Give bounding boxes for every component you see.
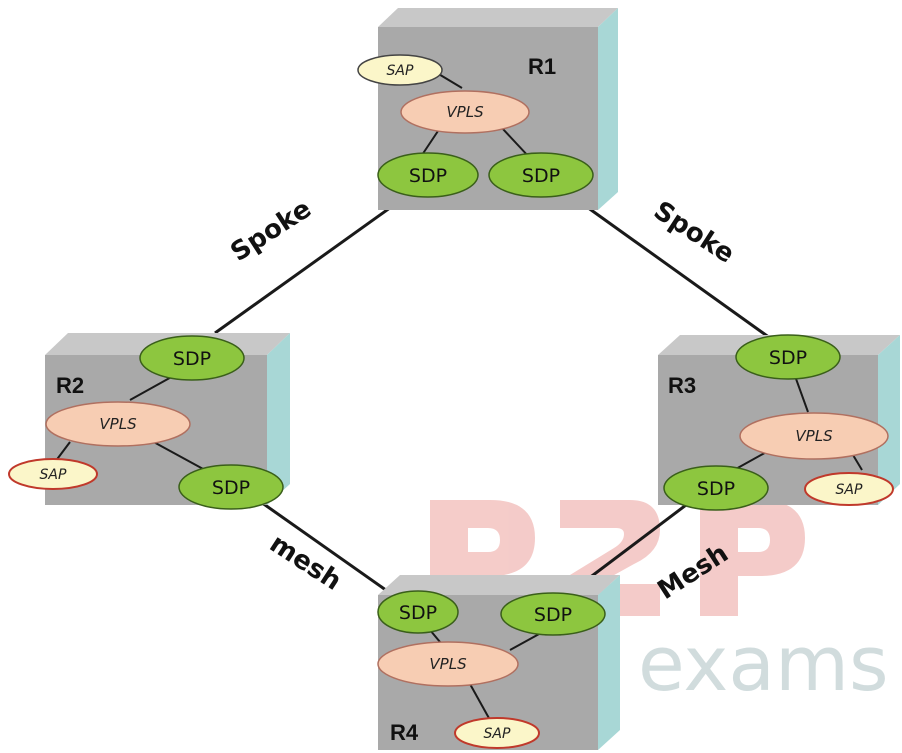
r1-sdp-right-label: SDP [522,165,560,187]
r1-vpls-label: VPLS [446,103,484,121]
r3-label: R3 [668,373,696,398]
r4-box-side [598,575,620,750]
r3-vpls-label: VPLS [795,427,833,445]
r4-sdp-left [377,590,459,634]
r3-sdp-top-label: SDP [769,347,807,369]
r1-sdp-left [377,152,479,198]
r2-vpls-label: VPLS [99,415,137,433]
r3-vpls-node [739,412,889,460]
r2-sdp-top-label: SDP [173,348,211,370]
r4-sdp-right [500,592,606,636]
r3-sdp-top [735,334,841,380]
r1-sdp-left-label: SDP [409,165,447,187]
r1-sdp-right [488,152,594,198]
r4-box-top [378,575,620,595]
link-r1-r3 [565,190,771,340]
r3-sdp-bottom-label: SDP [697,478,735,500]
r1-sap-label: SAP [387,63,414,79]
r4-sdp-right-label: SDP [534,604,572,626]
r3-box-side [878,335,900,505]
r2-sdp-bottom-label: SDP [212,477,250,499]
watermark-text: exams [638,619,889,708]
r2-label: R2 [56,373,84,398]
r1-vpls-node [400,90,530,134]
r3-sap-node [804,472,894,506]
r3-sdp-bottom [663,465,769,511]
r4-sdp-left-label: SDP [399,602,437,624]
r4-sap-node [454,717,540,749]
r1-sap-node [357,54,443,86]
r2-sdp-top [139,335,245,381]
r2-vpls-node [45,401,191,447]
router-r1: R1 SAP VPLS SDP SDP [357,8,618,210]
link-label-r1-r3: Spoke [648,196,739,270]
router-r2: R2 SDP VPLS SAP SDP [8,333,290,510]
r4-sap-label: SAP [484,726,511,742]
r3-sap-label: SAP [836,482,863,498]
r1-label: R1 [528,54,556,79]
r2-sap-node [8,458,98,490]
r4-vpls-node [377,641,519,687]
link-label-r2-r4: mesh [264,529,346,597]
r1-box-top [378,8,618,27]
r2-sdp-bottom [178,464,284,510]
link-label-r1-r2: Spoke [225,194,316,268]
link-r2-r4 [257,498,401,602]
router-r3: R3 SDP VPLS SDP SAP [658,334,900,511]
r2-sap-label: SAP [40,467,67,483]
r4-vpls-label: VPLS [429,655,467,673]
r1-box-side [598,8,618,210]
link-r1-r2 [214,193,409,335]
r4-label: R4 [390,720,419,745]
router-r4: R4 SDP SDP VPLS SAP [377,575,620,750]
r2-box-side [267,333,290,505]
